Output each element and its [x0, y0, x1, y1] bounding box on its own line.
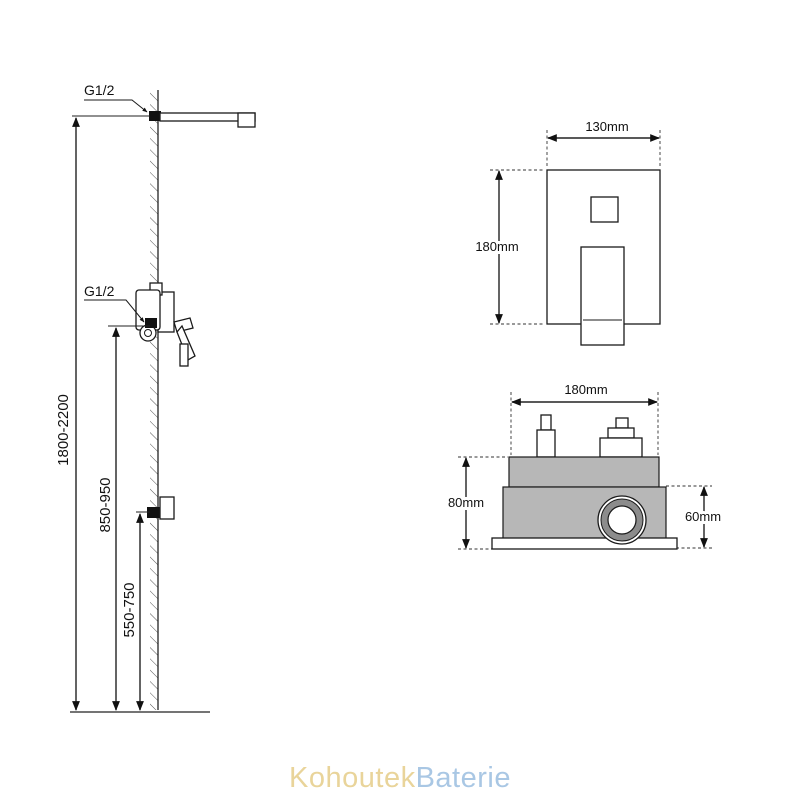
- cover-height-label: 180mm: [475, 239, 518, 254]
- brand-part2: Baterie: [415, 762, 511, 794]
- g12-top-leader: [84, 99, 148, 113]
- box-upper-band: [508, 456, 660, 488]
- box-fittings: [536, 414, 643, 458]
- box-depth-label: 60mm: [685, 509, 721, 524]
- wall-outlet: [147, 496, 175, 520]
- box-outlet-port: [597, 495, 647, 545]
- cover-width-label: 130mm: [585, 119, 628, 134]
- brand-watermark: KohoutekBaterie: [0, 762, 800, 795]
- shower-arm: [149, 111, 256, 128]
- box-base: [491, 537, 678, 550]
- dim-total-label: 1800-2200: [55, 394, 72, 466]
- diverter-knob: [590, 196, 619, 223]
- box-width-label: 180mm: [564, 382, 607, 397]
- g12-mid-leader: [84, 299, 145, 323]
- g12-top-label: G1/2: [84, 82, 115, 98]
- brand-part1: Kohoutek: [289, 762, 416, 794]
- dim-outlet-label: 550-750: [121, 582, 138, 637]
- side-view: G1/2 G1/2 1800-2200 850-950 550-750: [55, 82, 256, 713]
- mixer-lever: [580, 246, 625, 346]
- cover-plate-view: 130mm 180mm: [472, 119, 661, 346]
- mixer-valve: [135, 282, 196, 367]
- wall: [150, 90, 159, 710]
- dim-mixer-label: 850-950: [97, 477, 114, 532]
- box-view: 180mm 80mm 60mm: [445, 382, 724, 550]
- g12-mid-label: G1/2: [84, 283, 115, 299]
- box-height-label: 80mm: [448, 495, 484, 510]
